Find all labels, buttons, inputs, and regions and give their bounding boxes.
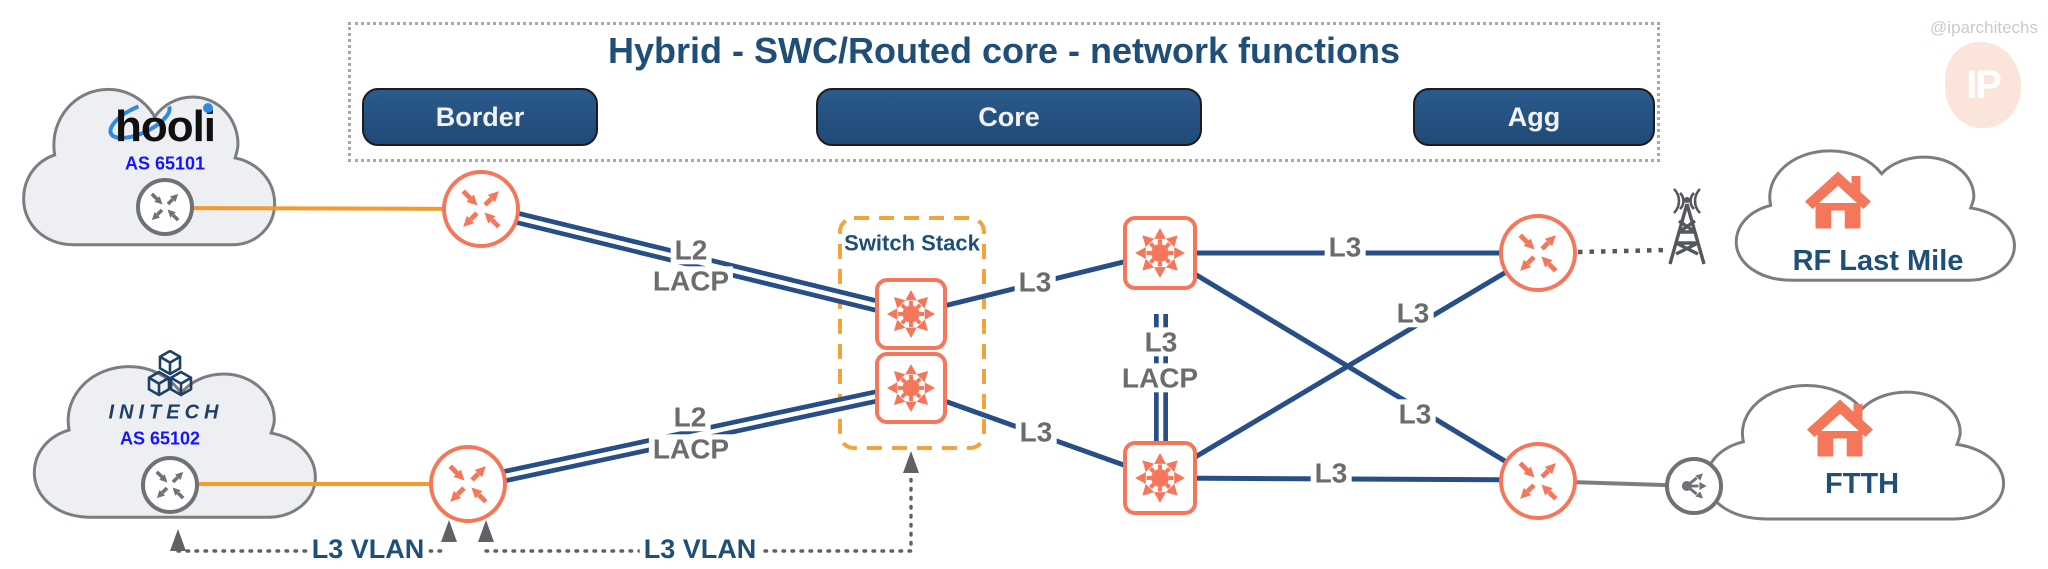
link-label-l2-top: L2 <box>670 235 712 265</box>
rf-last-mile-label: RF Last Mile <box>1792 244 1964 277</box>
section-pill-agg: Agg <box>1413 88 1655 146</box>
link-label-l3-cross-down: L3 <box>1394 399 1436 429</box>
switch-stack-label: Switch Stack <box>844 230 980 256</box>
rf-dotted-link-line <box>1577 247 1667 255</box>
watermark-handle: @iparchitechs <box>1930 18 2038 37</box>
hooli-swoosh-icon <box>108 100 172 140</box>
link-label-l3-stack-bottom: L3 <box>1015 417 1057 447</box>
l3-vlan-label-left: L3 VLAN <box>307 534 429 563</box>
l3-links <box>910 250 1540 484</box>
initech-router-icon <box>141 456 199 514</box>
link-label-l3-stack-top: L3 <box>1014 267 1056 297</box>
link-label-l3-cross-up: L3 <box>1392 298 1434 328</box>
hooli-logo: hooli <box>114 101 216 151</box>
agg-router-bottom <box>1499 442 1577 520</box>
header-frame <box>348 22 1660 162</box>
ftth-label: FTTH <box>1824 467 1900 500</box>
border-router-1 <box>442 170 520 248</box>
ftth-splitter-icon <box>1665 457 1723 515</box>
initech-cubes-icon <box>147 350 193 397</box>
orange-uplink-lines <box>164 206 482 486</box>
link-label-l2-bottom: L2 <box>669 402 711 432</box>
link-label-l3-core: L3 <box>1140 327 1182 357</box>
link-label-lacp-core: LACP <box>1117 363 1203 393</box>
hooli-router-icon <box>136 178 194 236</box>
ftth-house-icon <box>1807 399 1873 457</box>
switch-stack-box <box>838 216 986 450</box>
radio-tower-icon <box>1668 188 1706 265</box>
section-pill-border: Border <box>362 88 598 146</box>
ip-logo: IP <box>1945 42 2021 128</box>
core-switch-top <box>1123 216 1197 290</box>
stack-switch-1 <box>875 278 947 350</box>
l3-vlan-label-right: L3 VLAN <box>639 534 761 563</box>
agg-router-top <box>1499 214 1577 292</box>
diagram-title: Hybrid - SWC/Routed core - network funct… <box>607 30 1401 71</box>
section-pill-core: Core <box>816 88 1202 146</box>
core-switch-bottom <box>1123 441 1197 515</box>
border-router-2 <box>429 445 507 523</box>
initech-as-number: AS 65102 <box>119 428 201 449</box>
stack-switch-2 <box>875 352 947 424</box>
link-label-lacp-top: LACP <box>648 266 734 296</box>
hooli-as-number: AS 65101 <box>124 153 206 174</box>
rf-house-icon <box>1805 171 1871 229</box>
hooli-logo-dot-icon <box>203 103 213 113</box>
link-label-lacp-bottom: LACP <box>648 434 734 464</box>
link-label-l3-agg-bottom: L3 <box>1310 458 1352 488</box>
link-label-l3-agg-top: L3 <box>1324 232 1366 262</box>
initech-logo: INITECH <box>108 401 224 424</box>
